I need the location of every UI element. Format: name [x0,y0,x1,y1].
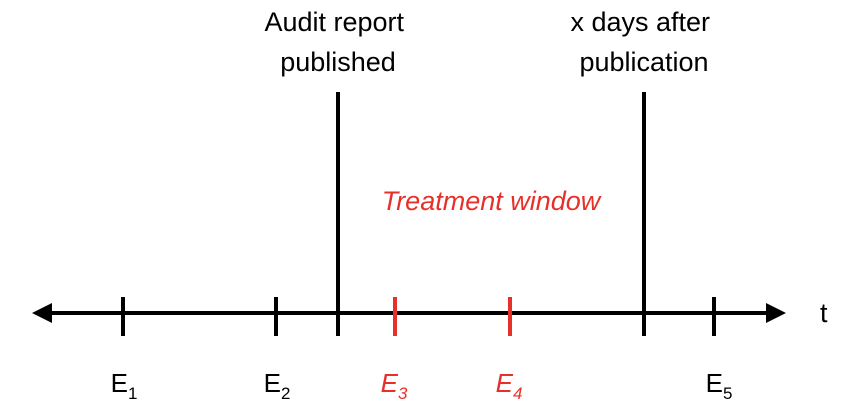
event-label-e4: E4 [496,368,523,403]
xdays-marker-label: x days after publication [570,7,717,77]
event-label-e5-subscript: 5 [723,384,732,403]
xdays-marker-label-line-1: x days after [570,7,710,37]
axis-label-t: t [820,298,828,328]
axis-left-arrowhead [32,303,52,323]
event-label-e1-subscript: 1 [128,384,137,403]
audit-marker-label-line-2: published [280,47,396,77]
treatment-window-label: Treatment window [382,186,602,216]
audit-marker-label-line-1: Audit report [264,7,404,37]
event-label-e4-letter: E [496,368,514,398]
event-label-e3-letter: E [381,368,399,398]
axis-right-arrowhead [766,303,786,323]
event-label-e5: E5 [706,368,733,403]
xdays-marker-label-line-2: publication [579,47,708,77]
event-label-e5-letter: E [706,368,723,398]
event-label-e3-subscript: 3 [398,384,408,403]
event-label-e2-letter: E [264,368,281,398]
event-label-e4-subscript: 4 [513,384,522,403]
event-label-e2-subscript: 2 [281,384,290,403]
audit-marker-label: Audit report published [264,7,411,77]
event-label-e1-letter: E [111,368,128,398]
event-label-e3: E3 [381,368,408,403]
event-label-e2: E2 [264,368,291,403]
event-label-e1: E1 [111,368,138,403]
